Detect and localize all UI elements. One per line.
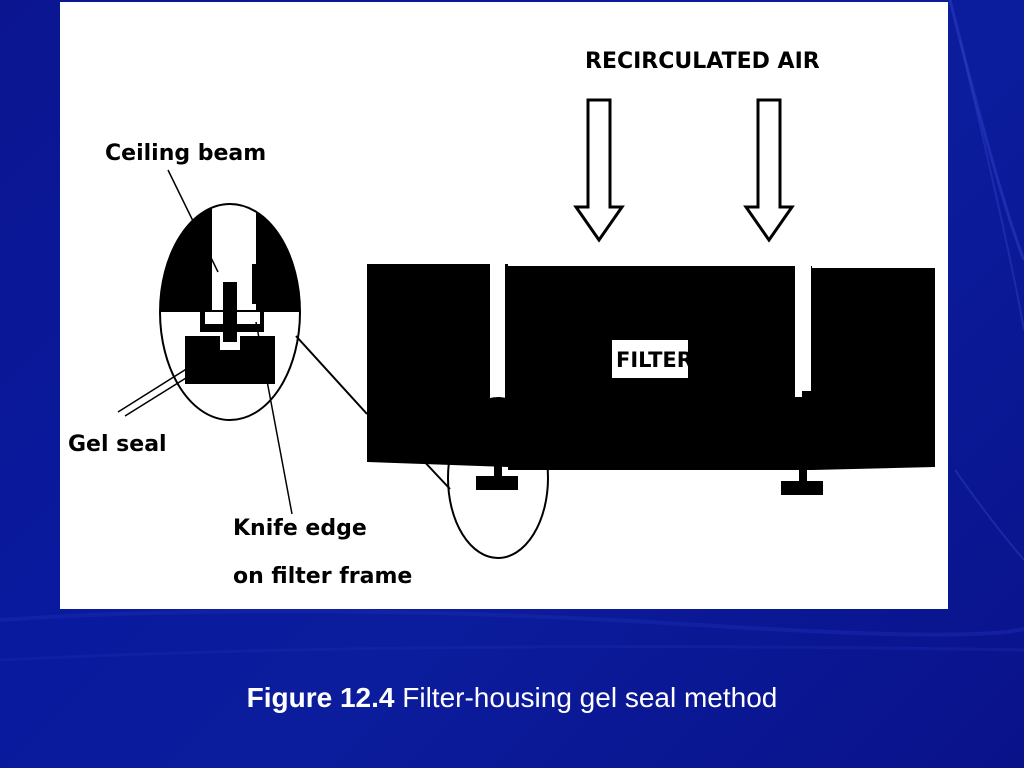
airflow-arrow-left bbox=[573, 98, 625, 243]
filter-label-box bbox=[612, 340, 688, 378]
recirculated-air-label: RECIRCULATED AIR bbox=[585, 49, 820, 74]
detail-callout-circle bbox=[447, 397, 549, 559]
airflow-arrow-right bbox=[743, 98, 795, 243]
callout-line-upper bbox=[295, 335, 368, 415]
filter-label: FILTER bbox=[616, 348, 693, 372]
gel-seal-diagram: RECIRCULATED AIR FILTER bbox=[68, 49, 935, 589]
knife-edge-label-line2: on filter frame bbox=[233, 564, 412, 589]
knife-edge-left bbox=[476, 424, 518, 490]
figure-caption-text: Filter-housing gel seal method bbox=[402, 682, 778, 713]
gel-seal-leader-2 bbox=[124, 377, 187, 417]
figure-caption: Figure 12.4 Filter-housing gel seal meth… bbox=[0, 682, 1024, 714]
ceiling-beam-label: Ceiling beam bbox=[105, 141, 266, 166]
magnified-detail bbox=[159, 203, 301, 421]
gel-seal-leader-1 bbox=[117, 367, 189, 413]
gel-seal-label: Gel seal bbox=[68, 432, 167, 457]
figure-panel: RECIRCULATED AIR FILTER bbox=[60, 2, 948, 609]
ceiling-beam-leader bbox=[167, 169, 219, 273]
knife-edge-right bbox=[781, 427, 823, 495]
callout-line-lower bbox=[419, 456, 451, 490]
knife-edge-leader bbox=[255, 321, 293, 515]
figure-number: Figure 12.4 bbox=[246, 682, 395, 713]
knife-edge-label-line1: Knife edge bbox=[233, 516, 367, 541]
